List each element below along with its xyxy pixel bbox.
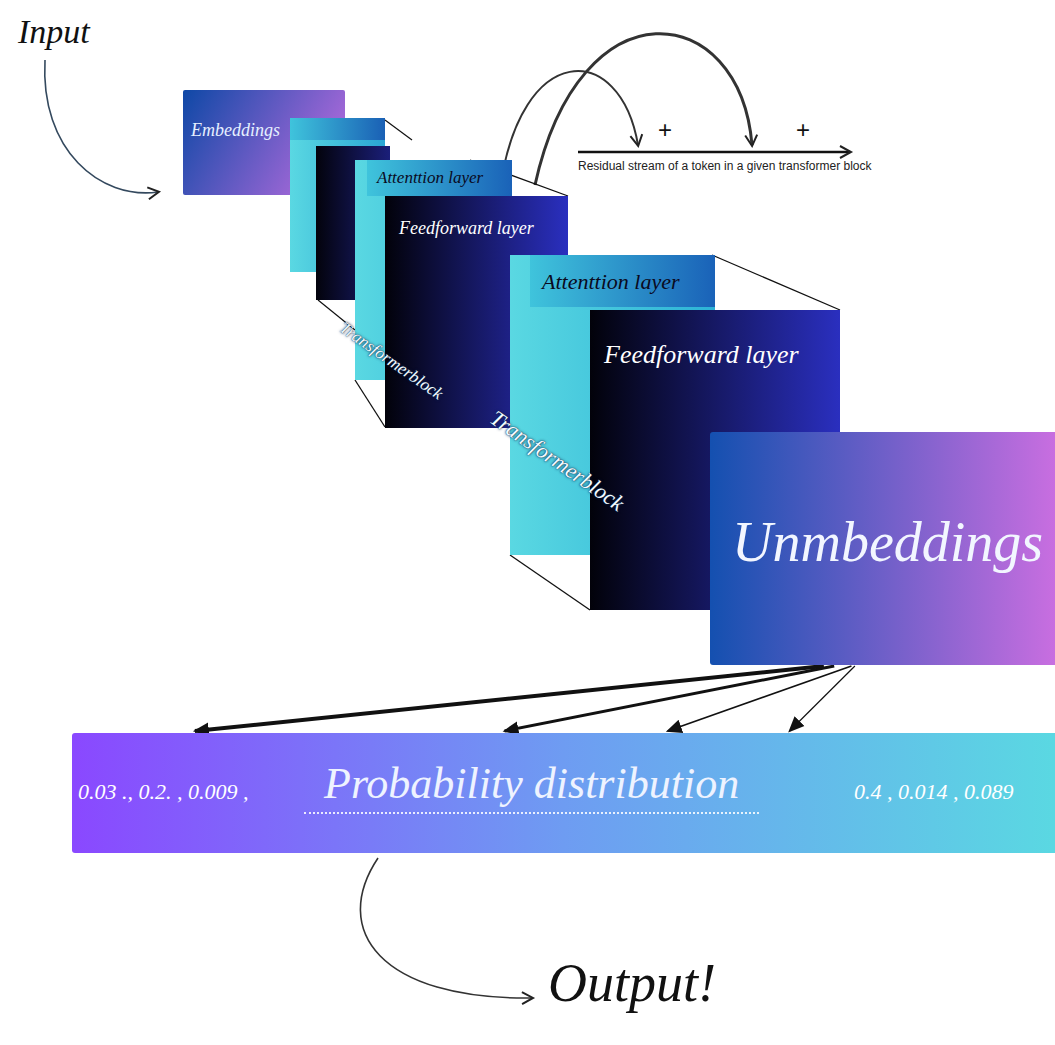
plus-sign: +: [796, 116, 810, 144]
connector-arrow: [505, 666, 835, 731]
layer-panel: [290, 118, 385, 140]
wireframe-line: [510, 555, 590, 610]
connector-arrow: [195, 666, 824, 731]
node-text: Feedforward layer: [399, 218, 534, 239]
attention-layer: Attenttion layer: [530, 255, 715, 307]
node-text: Unmbeddings: [732, 510, 1043, 574]
node-text: Attenttion layer: [377, 168, 483, 188]
output-arrow: [360, 858, 532, 998]
probability-bar: 0.03 ., 0.2. , 0.009 , Probability distri…: [72, 733, 1055, 853]
unembedding-box: Unmbeddings: [710, 432, 1055, 665]
residual-stream-note: Residual stream of a token in a given tr…: [578, 160, 871, 174]
node-text: Probability distribution: [304, 759, 759, 814]
node-text: Attenttion layer: [542, 269, 679, 294]
transformer-block: TransformerblockAttenttion layerFeedforw…: [510, 255, 715, 555]
node-text: 0.4 , 0.014 , 0.089: [854, 779, 1014, 804]
wireframe-line: [355, 380, 385, 427]
input-arrow: [45, 60, 158, 193]
residual-stream-line: [578, 151, 850, 154]
transformer-block: TransformerblockAttenttion layerFeedforw…: [355, 160, 510, 380]
plus-sign: +: [658, 116, 672, 144]
node-text: Embeddings: [191, 120, 280, 141]
node-text: 0.03 ., 0.2. , 0.009 ,: [78, 779, 249, 804]
wireframe-line: [712, 255, 840, 310]
output-label: Output!: [548, 952, 716, 1014]
connector-arrow: [668, 666, 852, 731]
attention-layer: Attenttion layer: [367, 160, 512, 196]
node-text: Feedforward layer: [604, 340, 799, 370]
wireframe-line: [385, 120, 412, 140]
input-label: Input: [18, 12, 90, 51]
connector-arrow: [790, 666, 855, 731]
